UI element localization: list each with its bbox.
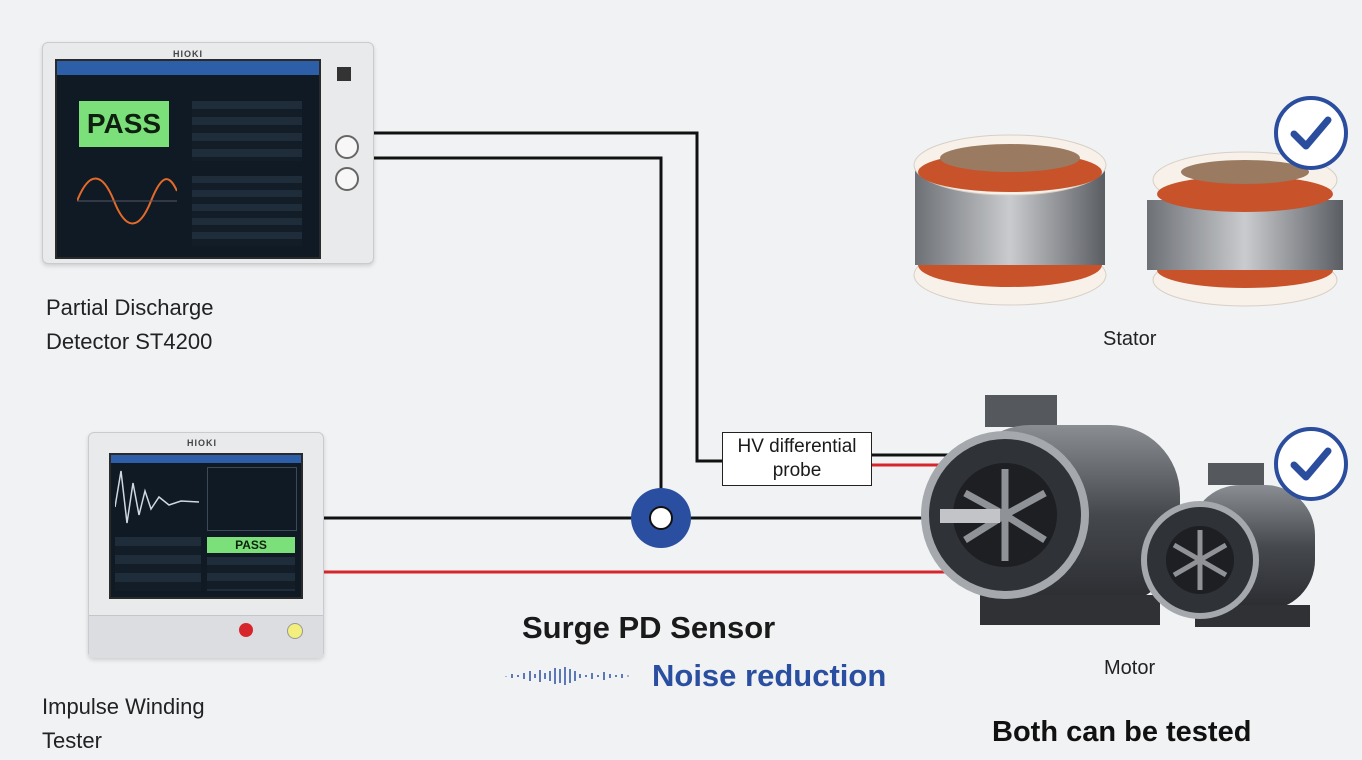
impulse-tester-caption: Impulse Winding Tester [42,694,205,753]
motor-check-badge [1274,427,1348,501]
motor-label: Motor [1104,657,1156,679]
pd-detector-brand: HIOKI [173,49,204,59]
checkmark-icon [1290,447,1332,481]
pd-detector-knob-2 [335,167,359,191]
impulse-tester-start-button [287,623,303,639]
pd-detector-device: HIOKI PASS [42,42,374,264]
motor-illustration [921,395,1315,627]
sensor-title: Surge PD Sensor [522,610,776,645]
motor-large [921,395,1180,625]
impulse-tester-brand: HIOKI [187,438,218,448]
noise-reduction-label: Noise reduction [652,658,887,693]
surge-pd-sensor-ring [631,488,691,548]
stator-illustration [913,134,1343,307]
both-testable-caption: Both can be tested [992,716,1252,748]
pd-detector-waveform [77,177,177,225]
stator-check-badge [1274,96,1348,170]
stator-small [1147,151,1343,307]
impulse-tester-screen: PASS [109,453,303,599]
checkmark-icon [1290,116,1332,150]
impulse-tester-stop-button [239,623,253,637]
hv-differential-probe: HV differential probe [722,432,872,486]
impulse-tester-waveform [115,470,199,524]
impulse-tester-pass-indicator: PASS [207,537,295,553]
pd-detector-screen: PASS [55,59,321,259]
pd-detector-knob-1 [335,135,359,159]
impulse-tester-device: HIOKI PASS [88,432,324,658]
pd-detector-caption: Partial Discharge Detector ST4200 [46,295,214,354]
stator-label: Stator [1103,328,1157,350]
stator-large [913,134,1107,306]
pd-detector-pass-indicator: PASS [79,101,169,147]
motor-small [1141,463,1315,627]
noise-wave-icon [505,667,629,685]
